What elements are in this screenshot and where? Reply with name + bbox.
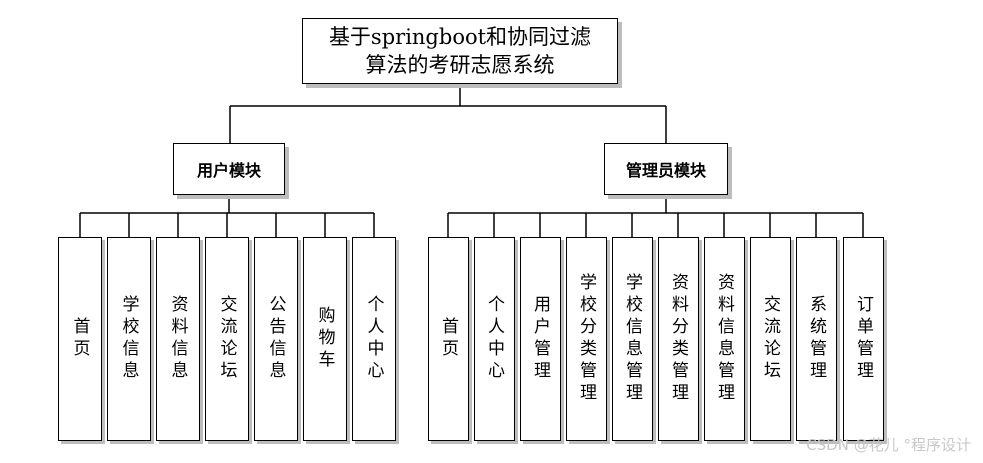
admin-leaf-school-info-label: 学校信息管理: [622, 273, 642, 405]
user-leaf-profile: 个人中心: [352, 237, 396, 441]
admin-module-node: 管理员模块: [604, 143, 728, 195]
user-leaf-material-info: 资料信息: [156, 237, 200, 441]
admin-leaf-order-management-label: 订单管理: [853, 295, 873, 383]
user-module-label: 用户模块: [196, 161, 261, 180]
user-leaf-announcement: 公告信息: [254, 237, 298, 441]
user-leaf-school-info: 学校信息: [107, 237, 151, 441]
user-leaf-profile-label: 个人中心: [363, 295, 384, 383]
user-leaf-home: 首页: [58, 237, 102, 441]
admin-leaf-home-label: 首页: [438, 317, 458, 361]
admin-leaf-order-management: 订单管理: [843, 237, 884, 441]
admin-leaf-material-category-label: 资料分类管理: [668, 273, 688, 405]
admin-leaf-forum-label: 交流论坛: [760, 295, 780, 383]
admin-leaf-material-info-label: 资料信息管理: [714, 273, 734, 405]
user-leaf-material-info-label: 资料信息: [167, 295, 188, 383]
admin-leaf-profile: 个人中心: [474, 237, 515, 441]
user-leaf-forum-label: 交流论坛: [216, 295, 237, 383]
root-title-line-1: 基于springboot和协同过滤: [328, 25, 592, 49]
admin-leaf-home: 首页: [428, 237, 469, 441]
user-leaf-cart: 购物车: [303, 237, 347, 441]
admin-leaf-user-management-label: 用户管理: [530, 295, 550, 383]
admin-leaf-profile-label: 个人中心: [484, 295, 504, 383]
admin-module-label: 管理员模块: [625, 161, 706, 180]
admin-leaf-system-management: 系统管理: [796, 237, 837, 441]
watermark: CSDN @花儿 °程序设计: [806, 436, 971, 454]
admin-leaf-material-info: 资料信息管理: [704, 237, 745, 441]
user-leaf-cart-label: 购物车: [314, 306, 335, 372]
user-leaf-home-label: 首页: [69, 317, 90, 361]
admin-leaf-material-category: 资料分类管理: [658, 237, 699, 441]
admin-leaf-school-category: 学校分类管理: [566, 237, 607, 441]
admin-leaf-school-info: 学校信息管理: [612, 237, 653, 441]
user-module-node: 用户模块: [173, 143, 285, 195]
user-leaf-school-info-label: 学校信息: [118, 295, 139, 383]
user-leaf-announcement-label: 公告信息: [265, 295, 286, 383]
admin-leaf-forum: 交流论坛: [750, 237, 791, 441]
admin-leaf-school-category-label: 学校分类管理: [576, 273, 596, 405]
admin-leaf-user-management: 用户管理: [520, 237, 561, 441]
root-node: 基于springboot和协同过滤 算法的考研志愿系统: [302, 18, 618, 84]
root-title-line-2: 算法的考研志愿系统: [365, 53, 555, 77]
user-leaf-forum: 交流论坛: [205, 237, 249, 441]
admin-leaf-system-management-label: 系统管理: [806, 295, 826, 383]
